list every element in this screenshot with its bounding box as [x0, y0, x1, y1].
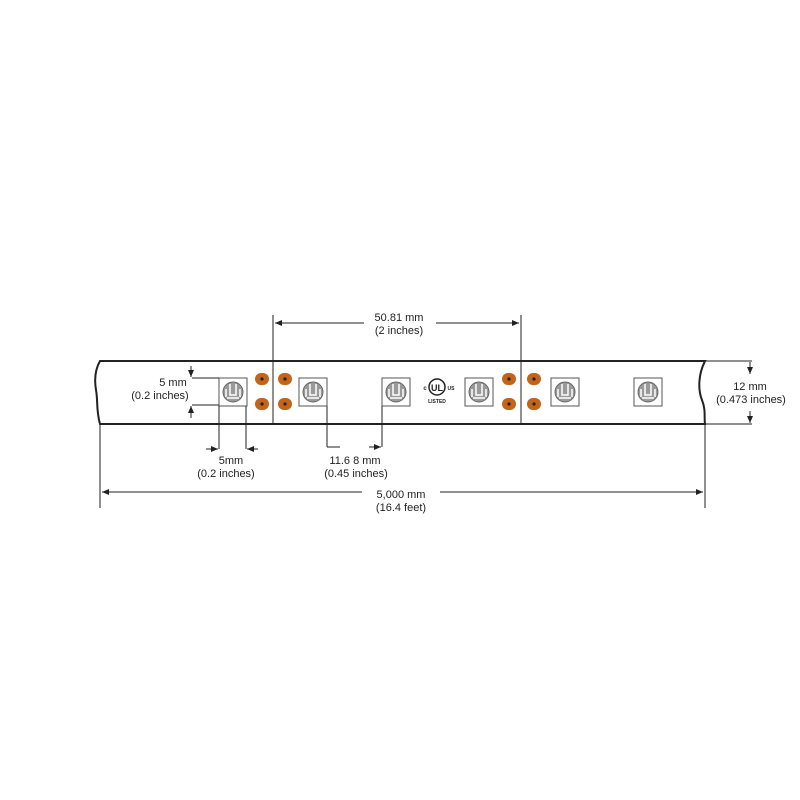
cut-spacing-mm: 50.81 mm	[375, 312, 424, 324]
led-length-in: (0.2 inches)	[197, 468, 254, 480]
total-length-mm: 5,000 mm	[377, 489, 426, 501]
cut-spacing-dimension: 50.81 mm (2 inches)	[275, 312, 519, 337]
strip-width-in: (0.473 inches)	[716, 394, 786, 406]
led-length-dimension: 5mm (0.2 inches)	[197, 406, 258, 480]
led-chip	[298, 377, 328, 407]
led-chip	[550, 377, 580, 407]
led-chip	[218, 377, 248, 407]
cut-spacing-in: (2 inches)	[375, 325, 423, 337]
ul-text: UL	[431, 383, 443, 393]
led-chip	[381, 377, 411, 407]
ul-listed-logo: UL c US LISTED	[423, 378, 456, 405]
ul-listed-text: LISTED	[428, 399, 446, 405]
strip-width-dimension: 12 mm (0.473 inches)	[705, 360, 786, 425]
led-chip	[633, 377, 663, 407]
strip-width-mm: 12 mm	[733, 381, 767, 393]
led-gap-mm: 11.6 8 mm	[329, 455, 380, 467]
led-gap-dimension: 11.6 8 mm (0.45 inches)	[324, 406, 388, 480]
led-length-mm: 5mm	[219, 455, 243, 467]
led-width-mm: 5 mm	[159, 377, 187, 389]
led-chip	[464, 377, 494, 407]
total-length-in: (16.4 feet)	[376, 502, 426, 514]
led-width-in: (0.2 inches)	[131, 390, 188, 402]
led-width-dimension: 5 mm (0.2 inches)	[131, 366, 219, 418]
ul-c-text: c	[423, 386, 427, 392]
ul-us-text: US	[448, 386, 456, 392]
total-length-dimension: 5,000 mm (16.4 feet)	[99, 424, 706, 514]
led-gap-in: (0.45 inches)	[324, 468, 388, 480]
